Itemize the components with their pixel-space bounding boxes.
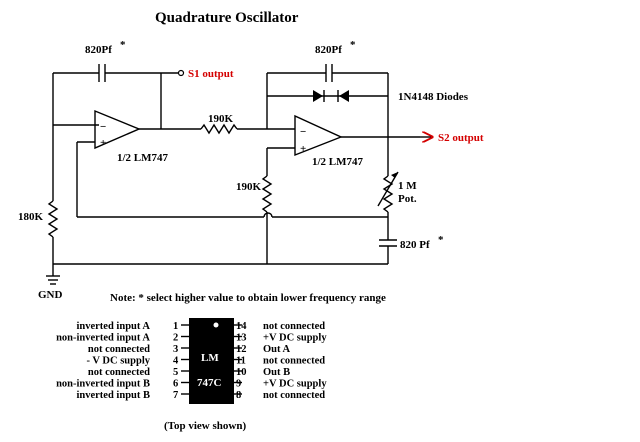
r-feedback-label: 190K <box>236 181 262 193</box>
pin-right-name: +V DC supply <box>263 379 327 390</box>
chip-label-2: 747C <box>197 377 222 389</box>
opamp-left-label: 1/2 LM747 <box>117 152 169 164</box>
pin-right-number: 11 <box>236 356 246 367</box>
r-ground-label: 180K <box>18 211 44 223</box>
pin-left-number: 4 <box>173 356 179 367</box>
diode-pair <box>313 90 349 102</box>
opamp-right-minus: − <box>300 126 306 138</box>
opamp-left-minus: − <box>100 121 106 133</box>
pin-left-name: non-inverted input A <box>56 333 150 344</box>
top-left-capacitor-wiring <box>53 64 185 129</box>
pin-left-name: non-inverted input B <box>56 379 150 390</box>
footer: (Top view shown) <box>164 420 246 432</box>
opamp-right <box>261 114 432 264</box>
pin-left-number: 3 <box>173 344 178 355</box>
pin-left-number: 1 <box>173 321 178 332</box>
pin-right-name: not connected <box>263 390 325 401</box>
pot-label-2: Pot. <box>398 193 417 205</box>
pin-left-number: 7 <box>173 390 178 401</box>
pin-left-name: inverted input B <box>76 390 150 401</box>
chip-pin1-mark <box>213 322 219 328</box>
pin-right-number: 8 <box>236 390 241 401</box>
pin-right-name: not connected <box>263 321 325 332</box>
pins-right: 14 not connected 13 +V DC supply 12 Out A 11 no… <box>234 321 327 401</box>
pin-left-number: 2 <box>173 333 178 344</box>
pin-left-number: 6 <box>173 379 178 390</box>
title: Quadrature Oscillator <box>155 10 299 26</box>
cap-bottom-star: * <box>438 234 444 246</box>
opamp-right-plus: + <box>300 143 306 155</box>
pin-right-name: Out B <box>263 367 290 378</box>
pin-left-name: not connected <box>88 367 150 378</box>
s2-output-label: S2 output <box>438 132 484 144</box>
diodes-label: 1N4148 Diodes <box>398 91 469 103</box>
pin-right-number: 10 <box>236 367 247 378</box>
s1-output-label: S1 output <box>188 68 234 80</box>
pin-right-name: not connected <box>263 356 325 367</box>
chip-body <box>189 318 234 404</box>
top-right-feedback <box>266 64 389 137</box>
pin-right-number: 12 <box>236 344 247 355</box>
opamp-left <box>76 109 388 218</box>
pin-right-name: Out A <box>263 344 291 355</box>
opamp-left-plus: + <box>100 137 106 149</box>
series-resistor <box>161 123 295 135</box>
pin-right-number: 13 <box>236 333 247 344</box>
r-series-label: 190K <box>208 113 234 125</box>
potentiometer <box>377 137 399 240</box>
left-rail-wiring <box>46 73 388 285</box>
pin-right-number: 9 <box>236 379 241 390</box>
cap-top-right-label: 820Pf <box>315 44 342 56</box>
pin-left-name: - V DC supply <box>86 356 150 367</box>
note: Note: * select higher value to obtain lo… <box>110 292 386 304</box>
cap-bottom-label: 820 Pf <box>400 239 430 251</box>
pot-label: 1 M <box>398 180 417 192</box>
pin-right-number: 14 <box>236 321 247 332</box>
s1-output-terminal <box>177 69 185 77</box>
pin-left-number: 5 <box>173 367 178 378</box>
cap-top-right-star: * <box>350 39 356 51</box>
pins-left: inverted input A 1 non-inverted input A 2 no… <box>56 321 189 401</box>
cap-top-left-label: 820Pf <box>85 44 112 56</box>
pin-right-name: +V DC supply <box>263 333 327 344</box>
bottom-capacitor <box>379 239 397 264</box>
pin-left-name: not connected <box>88 344 150 355</box>
gnd-label: GND <box>38 289 63 301</box>
chip-label-1: LM <box>201 352 219 364</box>
pin-left-name: inverted input A <box>76 321 150 332</box>
opamp-right-label: 1/2 LM747 <box>312 156 364 168</box>
cap-top-left-star: * <box>120 39 126 51</box>
